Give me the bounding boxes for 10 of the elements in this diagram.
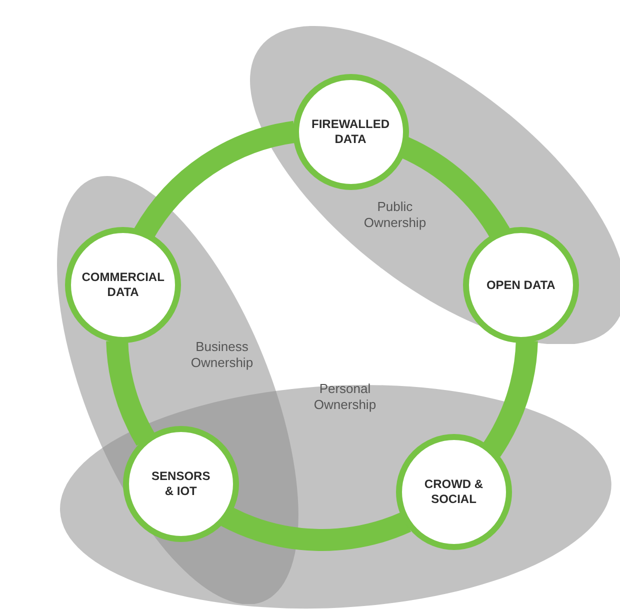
ring-segment: [482, 340, 538, 456]
ring-segment: [106, 340, 156, 446]
ownership-label: Business Ownership: [190, 338, 254, 371]
data-label: COMMERCIAL DATA: [80, 270, 166, 300]
data-label: FIREWALLED DATA: [310, 116, 391, 147]
data-label: OPEN DATA: [486, 278, 556, 293]
ownership-label: Public Ownership: [362, 198, 428, 231]
data-label: CROWD & SOCIAL: [423, 477, 484, 508]
ownership-label: Personal Ownership: [312, 381, 378, 413]
data-label: SENSORS & IOT: [150, 468, 212, 499]
